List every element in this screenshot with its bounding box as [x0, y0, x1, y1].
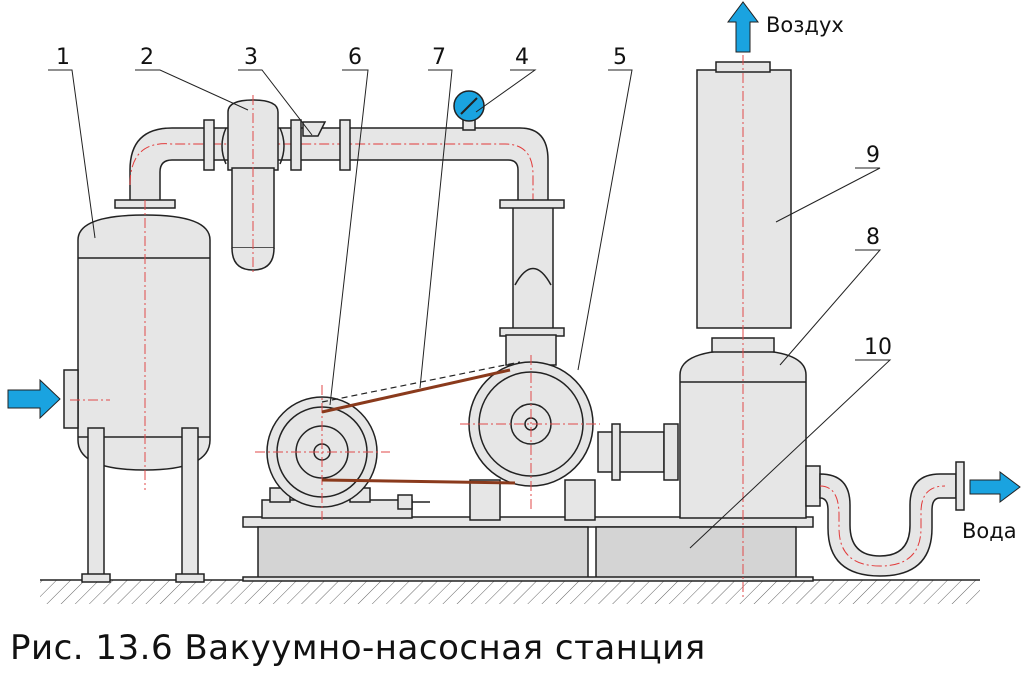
vacuum-pump — [460, 334, 679, 521]
vacuum-gauge — [453, 90, 485, 131]
electric-motor — [255, 385, 430, 520]
filter — [221, 95, 285, 275]
callout-9: 9 — [866, 143, 880, 168]
silencer-column — [696, 55, 792, 330]
callout-2: 2 — [140, 45, 154, 70]
water-arrow-right-icon — [969, 471, 1021, 503]
receiver-tank — [63, 200, 211, 583]
arrow-up-icon — [727, 1, 759, 53]
callout-8: 8 — [866, 225, 880, 250]
callout-1: 1 — [56, 45, 70, 70]
separator-tank — [679, 330, 807, 600]
callout-5: 5 — [613, 45, 627, 70]
arrow-right-icon — [7, 378, 61, 420]
callout-7: 7 — [432, 45, 446, 70]
callout-3: 3 — [244, 45, 258, 70]
callout-labels: 1 2 3 6 7 4 5 9 8 10 — [56, 45, 892, 360]
water-label: Вода — [962, 519, 1017, 543]
callout-6: 6 — [348, 45, 362, 70]
leader-lines — [48, 69, 892, 549]
figure-caption: Рис. 13.6 Вакуумно-насосная станция — [10, 628, 706, 668]
water-drain-pipe — [805, 461, 965, 577]
base-frame — [242, 516, 814, 582]
callout-10: 10 — [864, 335, 892, 360]
air-label: Воздух — [766, 13, 844, 37]
ground — [40, 579, 980, 604]
valve — [302, 121, 327, 137]
callout-4: 4 — [515, 45, 529, 70]
